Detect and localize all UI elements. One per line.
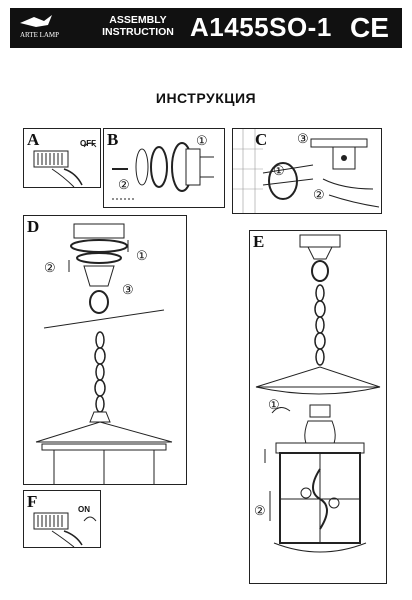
panel-d-step1: ① bbox=[136, 248, 148, 263]
chain-hanging-illustration bbox=[35, 223, 173, 484]
switch-off-text: OFF bbox=[80, 139, 96, 148]
panel-d-step3: ③ bbox=[122, 282, 134, 297]
panel-c-step2: ② bbox=[313, 187, 325, 202]
page-heading: ИНСТРУКЦИЯ bbox=[155, 90, 257, 106]
panel-a: A OFF bbox=[23, 128, 101, 188]
panel-d: D ① ② ③ bbox=[23, 215, 187, 485]
header-bar: ARTE LAMP ASSEMBLY INSTRUCTION A1455SO-1… bbox=[10, 8, 402, 48]
panel-e-step2: ② bbox=[254, 503, 266, 518]
switch-on-illustration bbox=[33, 512, 97, 547]
curved-arrow-icon bbox=[83, 142, 97, 148]
panel-b-label: B bbox=[107, 130, 119, 149]
panel-a-label: A bbox=[27, 130, 40, 149]
switch-on-text: ON bbox=[78, 505, 90, 514]
panel-e-step1: ① bbox=[268, 397, 280, 412]
assembly-title-line2: INSTRUCTION bbox=[102, 26, 174, 38]
curved-arrow-icon bbox=[83, 516, 97, 522]
panel-f-label: F bbox=[27, 492, 38, 511]
lantern-assembly-illustration bbox=[255, 234, 381, 553]
panel-d-label: D bbox=[27, 217, 40, 236]
logo-bird-icon: ARTE LAMP bbox=[20, 15, 59, 39]
rotate-arrow-icon bbox=[271, 407, 291, 414]
panel-f: F ON bbox=[23, 490, 101, 548]
panel-b-step2: ② bbox=[118, 177, 130, 192]
panel-c-step1: ① bbox=[273, 163, 285, 178]
panel-c-step3: ③ bbox=[297, 131, 309, 146]
chain-links bbox=[314, 284, 326, 366]
panel-c-label: C bbox=[255, 130, 268, 149]
panel-d-step2: ② bbox=[44, 260, 56, 275]
panel-c: C ③ ① ② bbox=[232, 128, 382, 214]
chain-links bbox=[94, 331, 106, 413]
assembly-title: ASSEMBLY INSTRUCTION bbox=[88, 14, 188, 38]
model-number: A1455SO-1 bbox=[190, 12, 332, 42]
assembly-title-line1: ASSEMBLY bbox=[109, 14, 167, 26]
logo-text: ARTE LAMP bbox=[20, 31, 59, 39]
wiring-illustration bbox=[233, 129, 380, 213]
panel-e: E ① ② bbox=[249, 230, 387, 584]
switch-off-illustration bbox=[33, 142, 97, 187]
panel-b: B ① ② bbox=[103, 128, 225, 208]
panel-e-label: E bbox=[253, 232, 265, 251]
panel-b-step1: ① bbox=[196, 133, 208, 148]
mount-plate-illustration bbox=[112, 142, 214, 200]
ce-mark: CE bbox=[350, 12, 389, 43]
brand-logo: ARTE LAMP bbox=[14, 11, 62, 45]
